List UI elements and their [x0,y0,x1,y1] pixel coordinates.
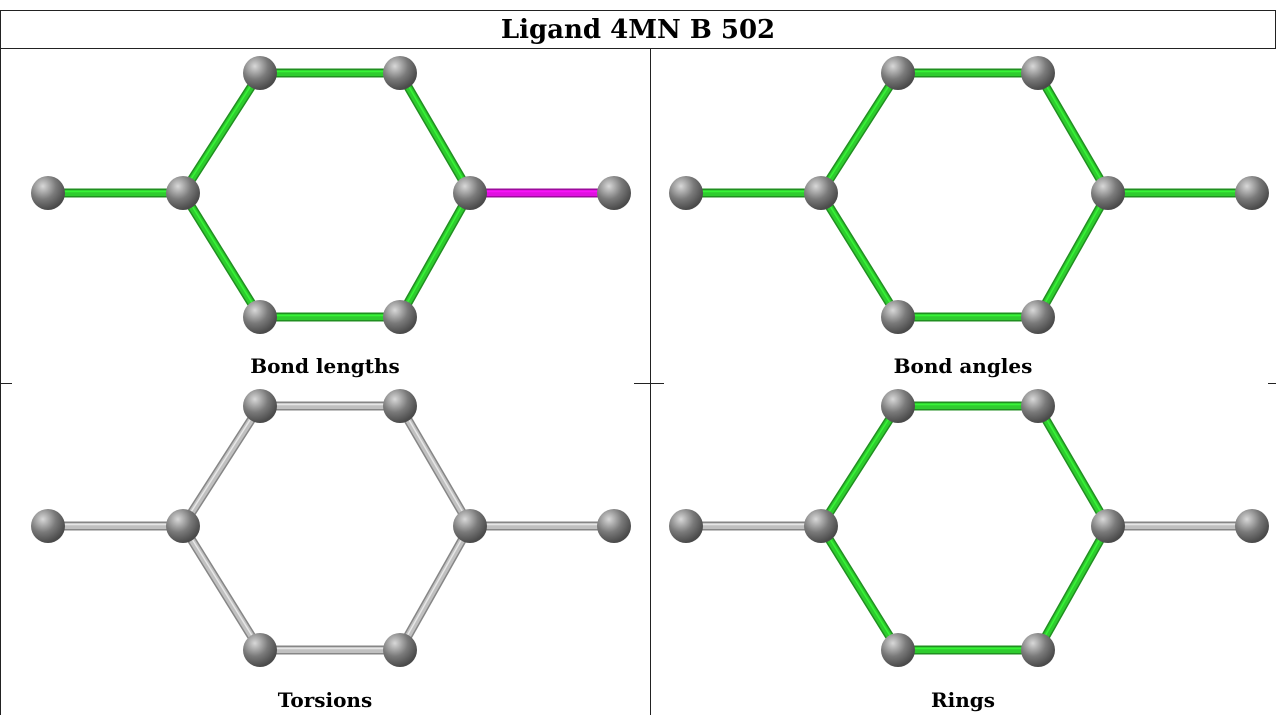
bond-a1-a2 [686,521,821,531]
atom-a6 [383,633,417,667]
atom-a3 [243,56,277,90]
atom-a4 [383,56,417,90]
atom-a6 [383,300,417,334]
atom-a5 [453,176,487,210]
atom-a5 [1091,176,1125,210]
panel-rings [669,389,1269,667]
border-left [0,10,1,715]
bond-a1-a2 [48,188,183,198]
atom-a4 [1021,56,1055,90]
caption-rings: Rings [930,688,995,712]
bond-a2-a3 [817,403,902,529]
atom-a6 [1021,633,1055,667]
atom-a7 [881,300,915,334]
bond-a5-a8 [1108,521,1252,531]
atom-a2 [804,176,838,210]
bond-a4-a5 [396,70,474,196]
bond-a7-a2 [817,523,902,653]
bond-a2-a3 [179,403,264,529]
bond-a5-a8 [1108,188,1252,198]
bond-a7-a2 [817,190,902,320]
atom-a6 [1021,300,1055,334]
border-top [0,10,1276,11]
atom-a1 [669,176,703,210]
bond-a5-a8 [470,188,614,198]
atom-a8 [597,509,631,543]
atom-a8 [1235,176,1269,210]
bond-a5-a8 [470,521,614,531]
atom-a2 [166,509,200,543]
row-divider-right [1268,383,1276,384]
caption-torsions: Torsions [277,688,373,712]
atom-a8 [597,176,631,210]
caption-bond-angles: Bond angles [893,354,1033,378]
atom-a3 [881,389,915,423]
atom-a1 [31,509,65,543]
bond-a6-a7 [898,645,1038,655]
bond-a5-a6 [1034,190,1112,320]
bond-a6-a7 [260,645,400,655]
atom-a7 [243,633,277,667]
atom-a4 [1021,389,1055,423]
bond-a3-a4 [260,68,400,78]
bond-a7-a2 [179,523,264,653]
center-divider [650,48,651,715]
bond-a5-a6 [396,523,474,653]
atom-a3 [881,56,915,90]
atom-a5 [453,509,487,543]
bond-a2-a3 [817,70,902,196]
bond-a3-a4 [898,68,1038,78]
figure-title: Ligand 4MN B 502 [500,15,776,45]
row-divider-left [0,383,12,384]
atom-a7 [881,633,915,667]
bond-a4-a5 [396,403,474,529]
atom-a1 [669,509,703,543]
atom-a8 [1235,509,1269,543]
atom-a4 [383,389,417,423]
atom-a1 [31,176,65,210]
atom-a7 [243,300,277,334]
bond-a1-a2 [686,188,821,198]
bond-a5-a6 [396,190,474,320]
bond-a4-a5 [1034,403,1112,529]
atom-a2 [166,176,200,210]
panel-bond-lengths [31,56,631,334]
caption-bond-lengths: Bond lengths [250,354,400,378]
atom-a5 [1091,509,1125,543]
bond-a3-a4 [260,401,400,411]
bond-a5-a6 [1034,523,1112,653]
bond-a4-a5 [1034,70,1112,196]
panel-torsions [31,389,631,667]
bond-a3-a4 [898,401,1038,411]
atom-a2 [804,509,838,543]
bond-a6-a7 [898,312,1038,322]
bond-a2-a3 [179,70,264,196]
title-divider [0,48,1276,49]
panel-bond-angles [669,56,1269,334]
atom-a3 [243,389,277,423]
bond-a6-a7 [260,312,400,322]
bond-a1-a2 [48,521,183,531]
bond-a7-a2 [179,190,264,320]
row-divider-middle [634,383,664,384]
